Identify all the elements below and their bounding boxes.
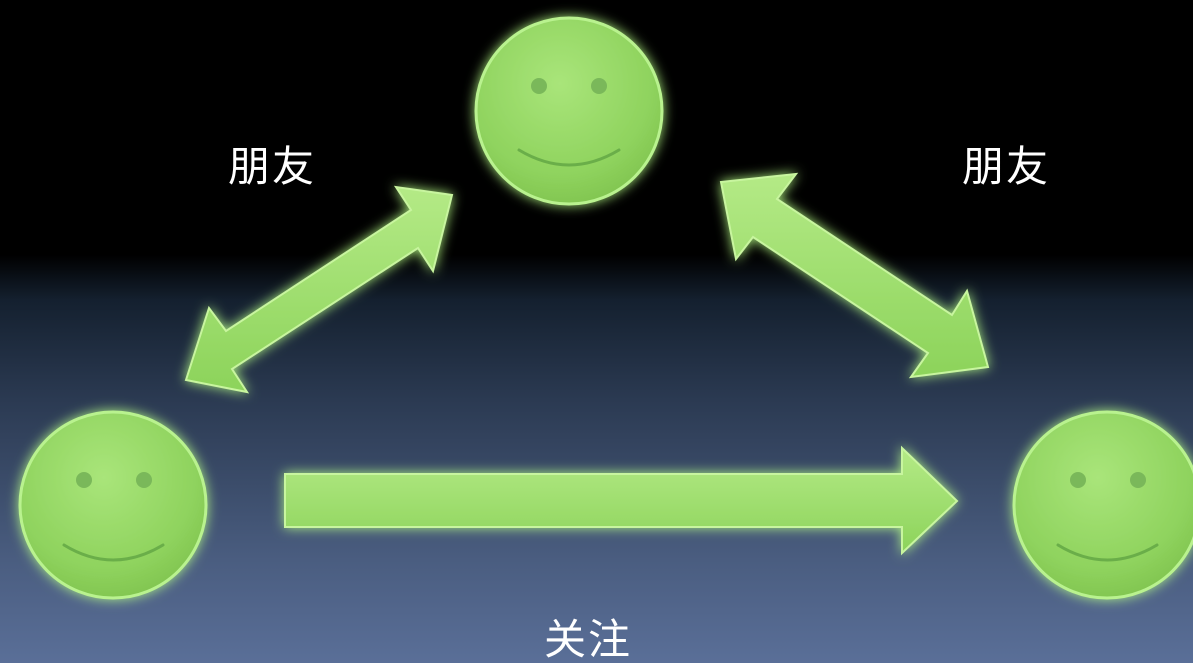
smiley-face-icon xyxy=(18,410,208,600)
smile xyxy=(517,148,621,167)
smile xyxy=(62,543,165,562)
eye-left xyxy=(531,78,547,94)
eye-right xyxy=(591,78,607,94)
friend-arrow-right xyxy=(719,172,990,379)
eye-left xyxy=(76,472,92,488)
follow-label: 关注 xyxy=(544,615,633,663)
eye-right xyxy=(136,472,152,488)
smiley-face-icon xyxy=(1012,410,1193,600)
follow-arrow xyxy=(284,445,959,556)
smile xyxy=(1056,543,1159,562)
friend-arrow-left xyxy=(184,185,454,394)
eye-left xyxy=(1070,472,1086,488)
smiley-face-icon xyxy=(474,16,664,206)
eye-right xyxy=(1130,472,1146,488)
friend-label-left: 朋友 xyxy=(228,142,317,191)
friend-label-right: 朋友 xyxy=(962,142,1051,191)
